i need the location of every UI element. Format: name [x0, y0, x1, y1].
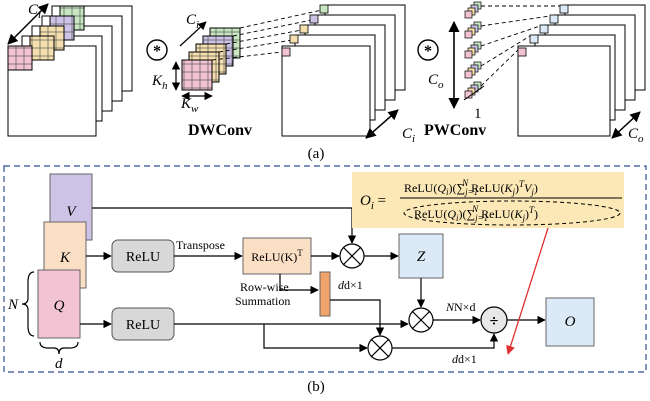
d-label: d	[55, 356, 63, 372]
rowsum-bar	[319, 271, 331, 317]
red-highlight-arrow	[506, 227, 549, 355]
summation-label: Summation	[235, 294, 290, 308]
o-box	[545, 297, 595, 347]
kw-label: Kw	[180, 96, 199, 115]
ci-arrow-mid	[365, 109, 399, 139]
ci-label-mid: Ci	[402, 126, 415, 145]
n-brace	[21, 271, 35, 337]
k-label: K	[59, 250, 71, 266]
q-box	[37, 269, 81, 339]
dw-kernel-stack	[181, 27, 241, 91]
svg-text:*: *	[424, 43, 432, 60]
arrow-reluq-mul3	[263, 324, 368, 353]
one-label: 1	[474, 106, 482, 122]
co-label: Co	[428, 72, 444, 91]
pw-dashed-links	[480, 5, 560, 87]
pw-kernel-stack	[464, 1, 482, 99]
dw-dashed-links	[211, 9, 323, 61]
v-label: V	[66, 204, 77, 220]
arrow-mul3-div	[392, 333, 499, 349]
d1-top-label: dd×1	[338, 278, 363, 292]
formula-lhs: Oi =	[360, 193, 386, 212]
reluk-box	[242, 237, 312, 275]
denominator-highlight	[403, 200, 621, 226]
multiply-op-3	[367, 335, 393, 361]
kh-label: Kh	[151, 73, 168, 92]
formula-denominator: ReLU(Qi)(∑j=1N ReLU(Kj)T)	[414, 204, 538, 223]
co-arrow-right	[611, 111, 641, 139]
multiply-op-1	[339, 243, 365, 269]
pwconv-label: PWConv	[424, 122, 486, 139]
panel-a: Ci * Ci Kh Kw DWConv	[7, 1, 646, 162]
ci-label-kernel: Ci	[186, 12, 199, 31]
nd-label: NN×d	[445, 300, 475, 314]
relu-top-label: ReLU	[126, 250, 160, 265]
caption-a: (a)	[308, 146, 325, 162]
caption-b: (b)	[307, 379, 325, 395]
dwconv-input-stack	[7, 5, 133, 137]
co-label-right: Co	[628, 126, 644, 145]
arrow-bar-mul3	[330, 299, 385, 336]
ci-arrow-kernel	[179, 21, 207, 47]
divide-op: ÷	[480, 306, 508, 334]
formula-box	[352, 172, 624, 228]
relu-bottom-label: ReLU	[126, 318, 160, 333]
svg-text:*: *	[153, 43, 161, 60]
arrow-rowsum	[279, 274, 319, 295]
transpose-label: Transpose	[176, 238, 225, 252]
row-wise-label: Row-wise	[240, 280, 289, 294]
dwconv-label: DWConv	[188, 122, 252, 139]
q-label: Q	[54, 298, 65, 314]
ci-label-left: Ci	[28, 2, 41, 21]
conv-symbol-pw: *	[417, 39, 439, 61]
panel-b: V K Q N d ReLU ReLU Transpose ReLU(K)T R…	[3, 165, 647, 395]
d-brace	[39, 341, 79, 355]
reluk-label: ReLU(K)T	[251, 248, 303, 264]
z-label: Z	[417, 249, 426, 265]
dwconv-output-stack	[281, 4, 406, 137]
d1-bottom-label: dd×1	[452, 352, 477, 366]
conv-symbol-dw: *	[146, 39, 168, 61]
ci-arrow-left	[7, 3, 49, 45]
panel-b-border	[3, 165, 647, 373]
multiply-op-2	[408, 307, 434, 333]
svg-text:÷: ÷	[490, 313, 499, 330]
formula-numerator: ReLU(Qi)(∑j=1N ReLU(Kj)TVj)	[404, 178, 538, 197]
pwconv-output-stack	[517, 4, 646, 137]
o-label: O	[565, 314, 576, 330]
one-indicator	[463, 85, 485, 101]
n-label: N	[7, 297, 19, 313]
